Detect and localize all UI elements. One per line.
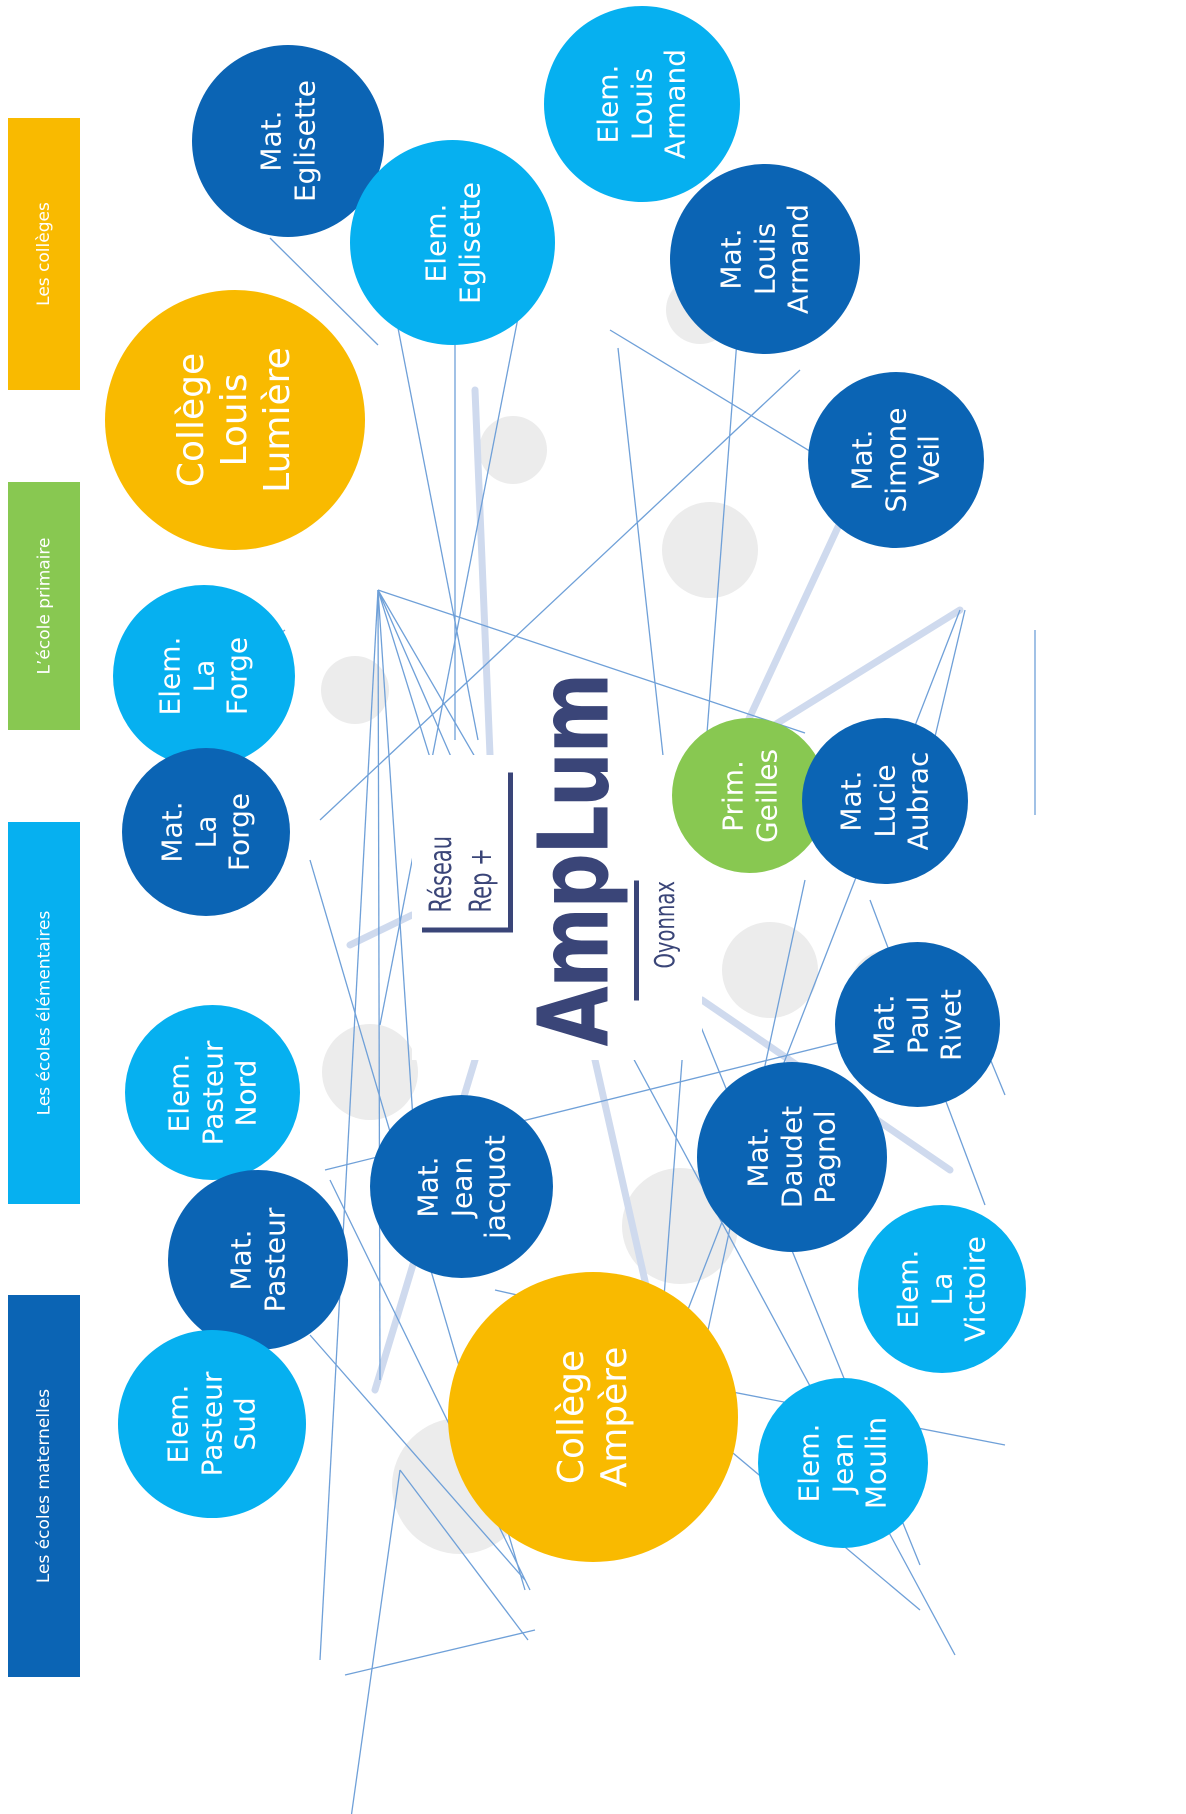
node-label: Elem. Pasteur Nord: [162, 1040, 263, 1145]
logo-bar: [508, 772, 513, 932]
node-label: Elem. Eglisette: [418, 181, 486, 304]
node-elem-eglisette[interactable]: Elem. Eglisette: [350, 140, 555, 345]
logo-bar: [422, 927, 512, 932]
node-elem-pasteur-sud[interactable]: Elem. Pasteur Sud: [118, 1330, 306, 1518]
logo-city: Oyonnax: [648, 880, 681, 968]
node-label: Mat. Louis Armand: [714, 203, 815, 315]
node-label: Mat. Simone Veil: [845, 407, 946, 513]
node-label: Mat. Paul Rivet: [867, 988, 968, 1061]
node-label: Elem. La Forge: [153, 636, 254, 716]
node-label: Mat. Jean jacquot: [411, 1134, 512, 1239]
node-mat-paul-rivet[interactable]: Mat. Paul Rivet: [835, 942, 1000, 1107]
node-college-louis-lumiere[interactable]: Collège Louis Lumière: [105, 290, 365, 550]
node-mat-simone-veil[interactable]: Mat. Simone Veil: [808, 372, 984, 548]
node-mat-la-forge[interactable]: Mat. La Forge: [122, 748, 290, 916]
logo-bar: [634, 880, 639, 1000]
node-elem-pasteur-nord[interactable]: Elem. Pasteur Nord: [125, 1005, 300, 1180]
legend-colleges: Les collèges: [8, 118, 80, 390]
node-mat-daudet-pagnol[interactable]: Mat. Daudet Pagnol: [697, 1062, 887, 1252]
node-label: Elem. La Victoire: [891, 1236, 992, 1342]
node-label: Mat. La Forge: [155, 792, 256, 872]
legend-elementaires: Les écoles élémentaires: [8, 822, 80, 1204]
node-label: Mat. Daudet Pagnol: [741, 1105, 842, 1209]
logo-reseau: Réseau: [424, 835, 459, 912]
node-elem-la-victoire[interactable]: Elem. La Victoire: [858, 1205, 1026, 1373]
amplum-logo: Réseau Rep + AmpLum Oyonnax: [412, 674, 702, 1060]
legend-maternelles: Les écoles maternelles: [8, 1295, 80, 1677]
logo-rep: Rep +: [464, 847, 499, 912]
node-label: Mat. Pasteur: [224, 1207, 291, 1313]
node-label: Elem. Louis Armand: [591, 48, 692, 160]
logo-title: AmpLum: [518, 674, 632, 1046]
node-mat-lucie-aubrac[interactable]: Mat. Lucie Aubrac: [802, 718, 968, 884]
node-label: Elem. Pasteur Sud: [161, 1371, 262, 1477]
node-elem-louis-armand[interactable]: Elem. Louis Armand: [544, 6, 740, 202]
node-label: Prim. Geilles: [715, 748, 783, 843]
node-elem-la-forge[interactable]: Elem. La Forge: [113, 585, 295, 767]
node-label: Mat. Eglisette: [254, 79, 321, 203]
node-prim-geilles[interactable]: Prim. Geilles: [672, 718, 827, 873]
node-label: Collège Ampère: [550, 1346, 635, 1488]
node-mat-pasteur[interactable]: Mat. Pasteur: [168, 1170, 348, 1350]
legend-primaire: L’école primaire: [8, 482, 80, 730]
node-label: Mat. Lucie Aubrac: [834, 751, 935, 851]
node-mat-louis-armand[interactable]: Mat. Louis Armand: [670, 164, 860, 354]
node-mat-jean-jacquot[interactable]: Mat. Jean jacquot: [370, 1095, 553, 1278]
node-label: Elem. Jean Moulin: [792, 1416, 893, 1510]
node-label: Collège Louis Lumière: [171, 347, 299, 493]
node-college-ampere[interactable]: Collège Ampère: [448, 1272, 738, 1562]
node-elem-jean-moulin[interactable]: Elem. Jean Moulin: [758, 1378, 928, 1548]
node-mat-eglisette[interactable]: Mat. Eglisette: [192, 45, 384, 237]
